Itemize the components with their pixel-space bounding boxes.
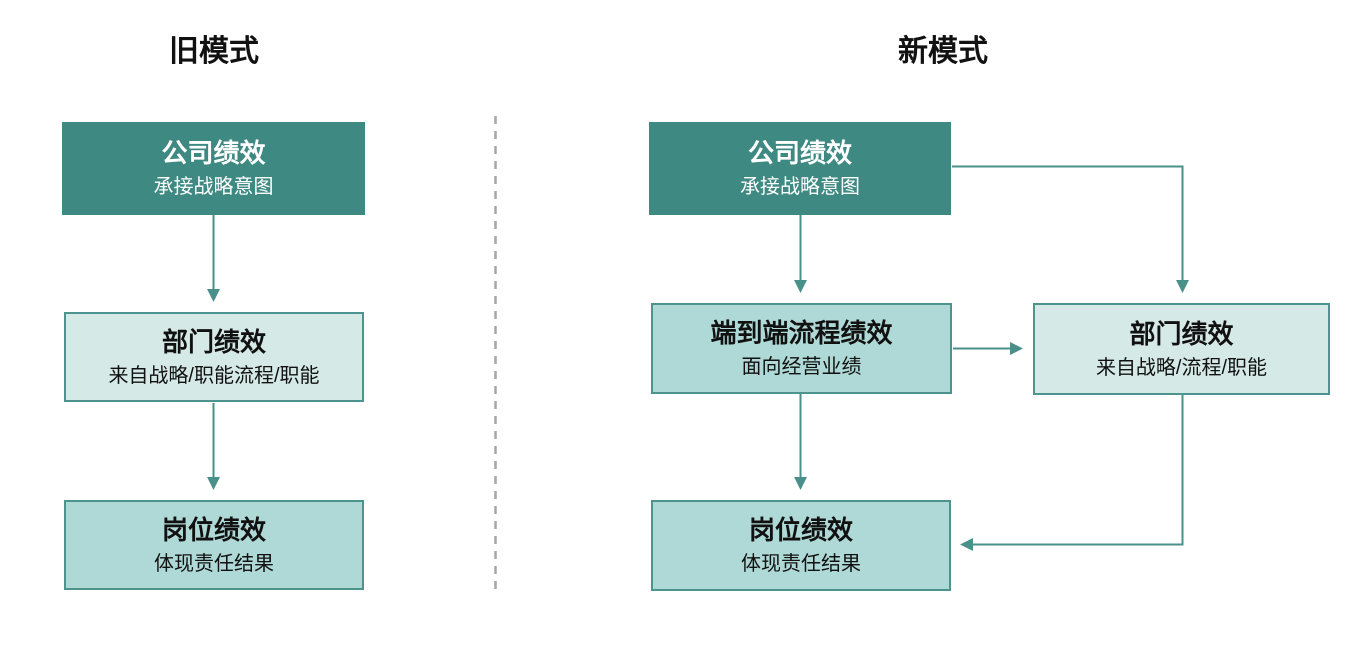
old-box-department-performance: 部门绩效 来自战略/职能流程/职能 [64, 312, 364, 402]
old-box-company-performance: 公司绩效 承接战略意图 [62, 122, 365, 215]
new-box-e2e-process-performance: 端到端流程绩效 面向经营业绩 [651, 303, 952, 394]
box-subtitle: 来自战略/流程/职能 [1095, 356, 1268, 379]
arrow-new-company-to-department [952, 165, 1189, 293]
box-title: 岗位绩效 [161, 514, 266, 545]
new-mode-title: 新模式 [898, 35, 988, 68]
box-title: 岗位绩效 [748, 515, 853, 545]
box-title: 部门绩效 [161, 326, 266, 357]
box-title: 端到端流程绩效 [710, 318, 893, 348]
box-subtitle: 面向经营业绩 [741, 356, 862, 378]
box-subtitle: 体现责任结果 [154, 552, 274, 575]
arrow-new-department-to-position [960, 395, 1184, 551]
box-title: 部门绩效 [1129, 318, 1234, 349]
box-subtitle: 体现责任结果 [741, 553, 861, 575]
old-box-position-performance: 岗位绩效 体现责任结果 [64, 500, 364, 590]
new-box-department-performance: 部门绩效 来自战略/流程/职能 [1033, 303, 1330, 395]
box-title: 公司绩效 [161, 138, 266, 168]
box-subtitle: 承接战略意图 [153, 176, 274, 198]
box-title: 公司绩效 [747, 138, 852, 168]
box-subtitle: 承接战略意图 [740, 176, 860, 198]
old-mode-title: 旧模式 [169, 35, 259, 68]
new-box-position-performance: 岗位绩效 体现责任结果 [651, 500, 951, 591]
new-box-company-performance: 公司绩效 承接战略意图 [649, 122, 951, 215]
box-subtitle: 来自战略/职能流程/职能 [108, 364, 320, 387]
